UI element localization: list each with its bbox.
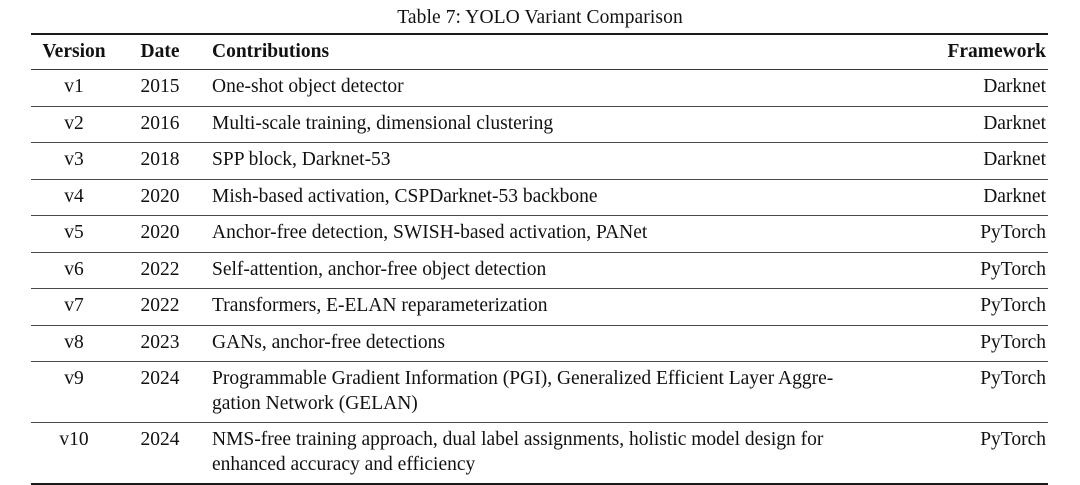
cell-version: v3 (31, 142, 117, 180)
cell-version: v7 (31, 288, 117, 326)
contributions-line-1: SPP block, Darknet-53 (212, 149, 391, 170)
cell-contributions: Self-attention, anchor-free object detec… (203, 252, 923, 289)
contributions-line-1: Anchor-free detection, SWISH-based activ… (212, 222, 648, 243)
column-header-version: Version (31, 33, 117, 70)
cell-date: 2016 (117, 106, 203, 143)
contributions-line-1: Programmable Gradient Information (PGI),… (212, 368, 834, 389)
cell-date: 2020 (117, 179, 203, 216)
cell-contributions: Anchor-free detection, SWISH-based activ… (203, 215, 923, 253)
cell-framework: Darknet (923, 69, 1048, 107)
table-header: Version Date Contributions Framework (31, 33, 1048, 70)
cell-version: v1 (31, 69, 117, 107)
cell-framework: PyTorch (923, 422, 1048, 485)
contributions-line-1: Self-attention, anchor-free object detec… (212, 258, 547, 280)
cell-date: 2024 (117, 422, 203, 485)
table-caption: Table 7: YOLO Variant Comparison (397, 7, 683, 28)
contributions-line-1: Multi-scale training, dimensional cluste… (212, 112, 554, 134)
cell-contributions: GANs, anchor-free detections (203, 325, 923, 362)
cell-framework: PyTorch (923, 215, 1048, 253)
cell-date: 2020 (117, 215, 203, 253)
cell-version: v9 (31, 361, 117, 423)
contributions-line-1: Mish-based activation, CSPDarknet-53 bac… (212, 185, 598, 207)
cell-date: 2018 (117, 142, 203, 180)
contributions-line-2: enhanced accuracy and efficiency (212, 453, 476, 475)
cell-framework: Darknet (923, 142, 1048, 180)
cell-framework: PyTorch (923, 288, 1048, 326)
cell-version: v2 (31, 106, 117, 143)
column-header-contributions: Contributions (203, 33, 923, 70)
cell-date: 2023 (117, 325, 203, 362)
cell-contributions: One-shot object detector (203, 69, 923, 107)
contributions-line-1: One-shot object detector (212, 76, 404, 97)
contributions-line-1: NMS-free training approach, dual label a… (212, 429, 824, 450)
cell-framework: PyTorch (923, 325, 1048, 362)
column-header-framework: Framework (923, 33, 1048, 70)
cell-version: v5 (31, 215, 117, 253)
column-header-date: Date (117, 33, 203, 70)
cell-version: v10 (31, 422, 117, 485)
cell-version: v8 (31, 325, 117, 362)
cell-contributions: NMS-free training approach, dual label a… (203, 422, 923, 485)
cell-contributions: Programmable Gradient Information (PGI),… (203, 361, 923, 423)
cell-framework: PyTorch (923, 252, 1048, 289)
cell-contributions: SPP block, Darknet-53 (203, 142, 923, 180)
cell-date: 2022 (117, 252, 203, 289)
cell-date: 2022 (117, 288, 203, 326)
cell-framework: PyTorch (923, 361, 1048, 423)
cell-date: 2015 (117, 69, 203, 107)
cell-contributions: Transformers, E-ELAN reparameterization (203, 288, 923, 326)
cell-contributions: Mish-based activation, CSPDarknet-53 bac… (203, 179, 923, 216)
cell-contributions: Multi-scale training, dimensional cluste… (203, 106, 923, 143)
cell-date: 2024 (117, 361, 203, 423)
contributions-line-1: Transformers, E-ELAN reparameterization (212, 295, 548, 316)
contributions-line-1: GANs, anchor-free detections (212, 331, 445, 353)
cell-version: v4 (31, 179, 117, 216)
contributions-line-2: gation Network (GELAN) (212, 392, 418, 414)
cell-version: v6 (31, 252, 117, 289)
cell-framework: Darknet (923, 179, 1048, 216)
cell-framework: Darknet (923, 106, 1048, 143)
header-row: Version Date Contributions Framework (31, 33, 1048, 70)
